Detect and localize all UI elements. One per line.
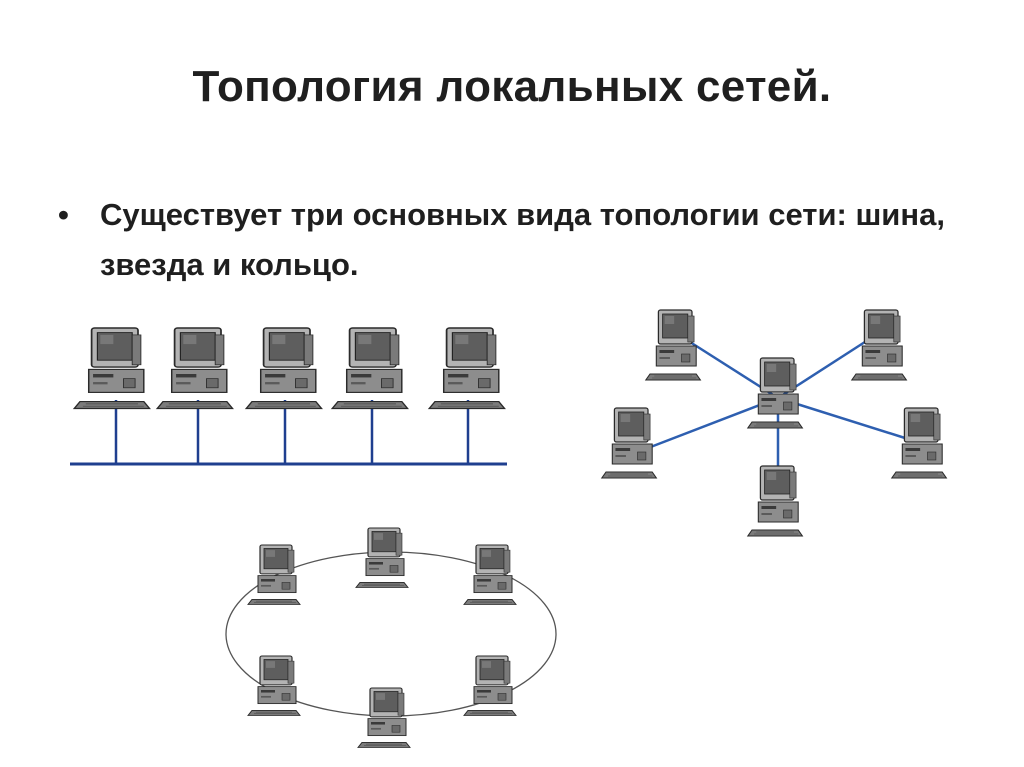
computer-icon	[331, 327, 409, 410]
computer-icon	[463, 544, 517, 606]
computer-icon	[247, 655, 301, 717]
bullet-item: • Существует три основных вида топологии…	[58, 190, 958, 290]
computer-icon	[355, 527, 409, 589]
computer-icon	[463, 655, 517, 717]
bus-topology	[70, 327, 507, 466]
ring-topology	[225, 527, 557, 749]
computer-icon	[645, 309, 702, 381]
star-topology	[601, 309, 948, 537]
computer-icon	[247, 544, 301, 606]
computer-icon	[245, 327, 323, 410]
star-link-line	[777, 396, 906, 440]
computer-icon	[156, 327, 234, 410]
computer-icon	[73, 327, 151, 410]
star-link-line	[647, 396, 779, 450]
bullet-list: • Существует три основных вида топологии…	[58, 190, 958, 290]
bullet-text: Существует три основных вида топологии с…	[100, 197, 945, 282]
computer-icon	[428, 327, 506, 410]
slide-title: Топология локальных сетей.	[192, 62, 832, 111]
bullet-dot-icon: •	[58, 197, 69, 232]
computer-icon	[747, 465, 804, 537]
hub-icon	[747, 357, 804, 429]
computer-icon	[891, 407, 948, 479]
computer-icon	[357, 687, 411, 749]
computer-icon	[601, 407, 658, 479]
